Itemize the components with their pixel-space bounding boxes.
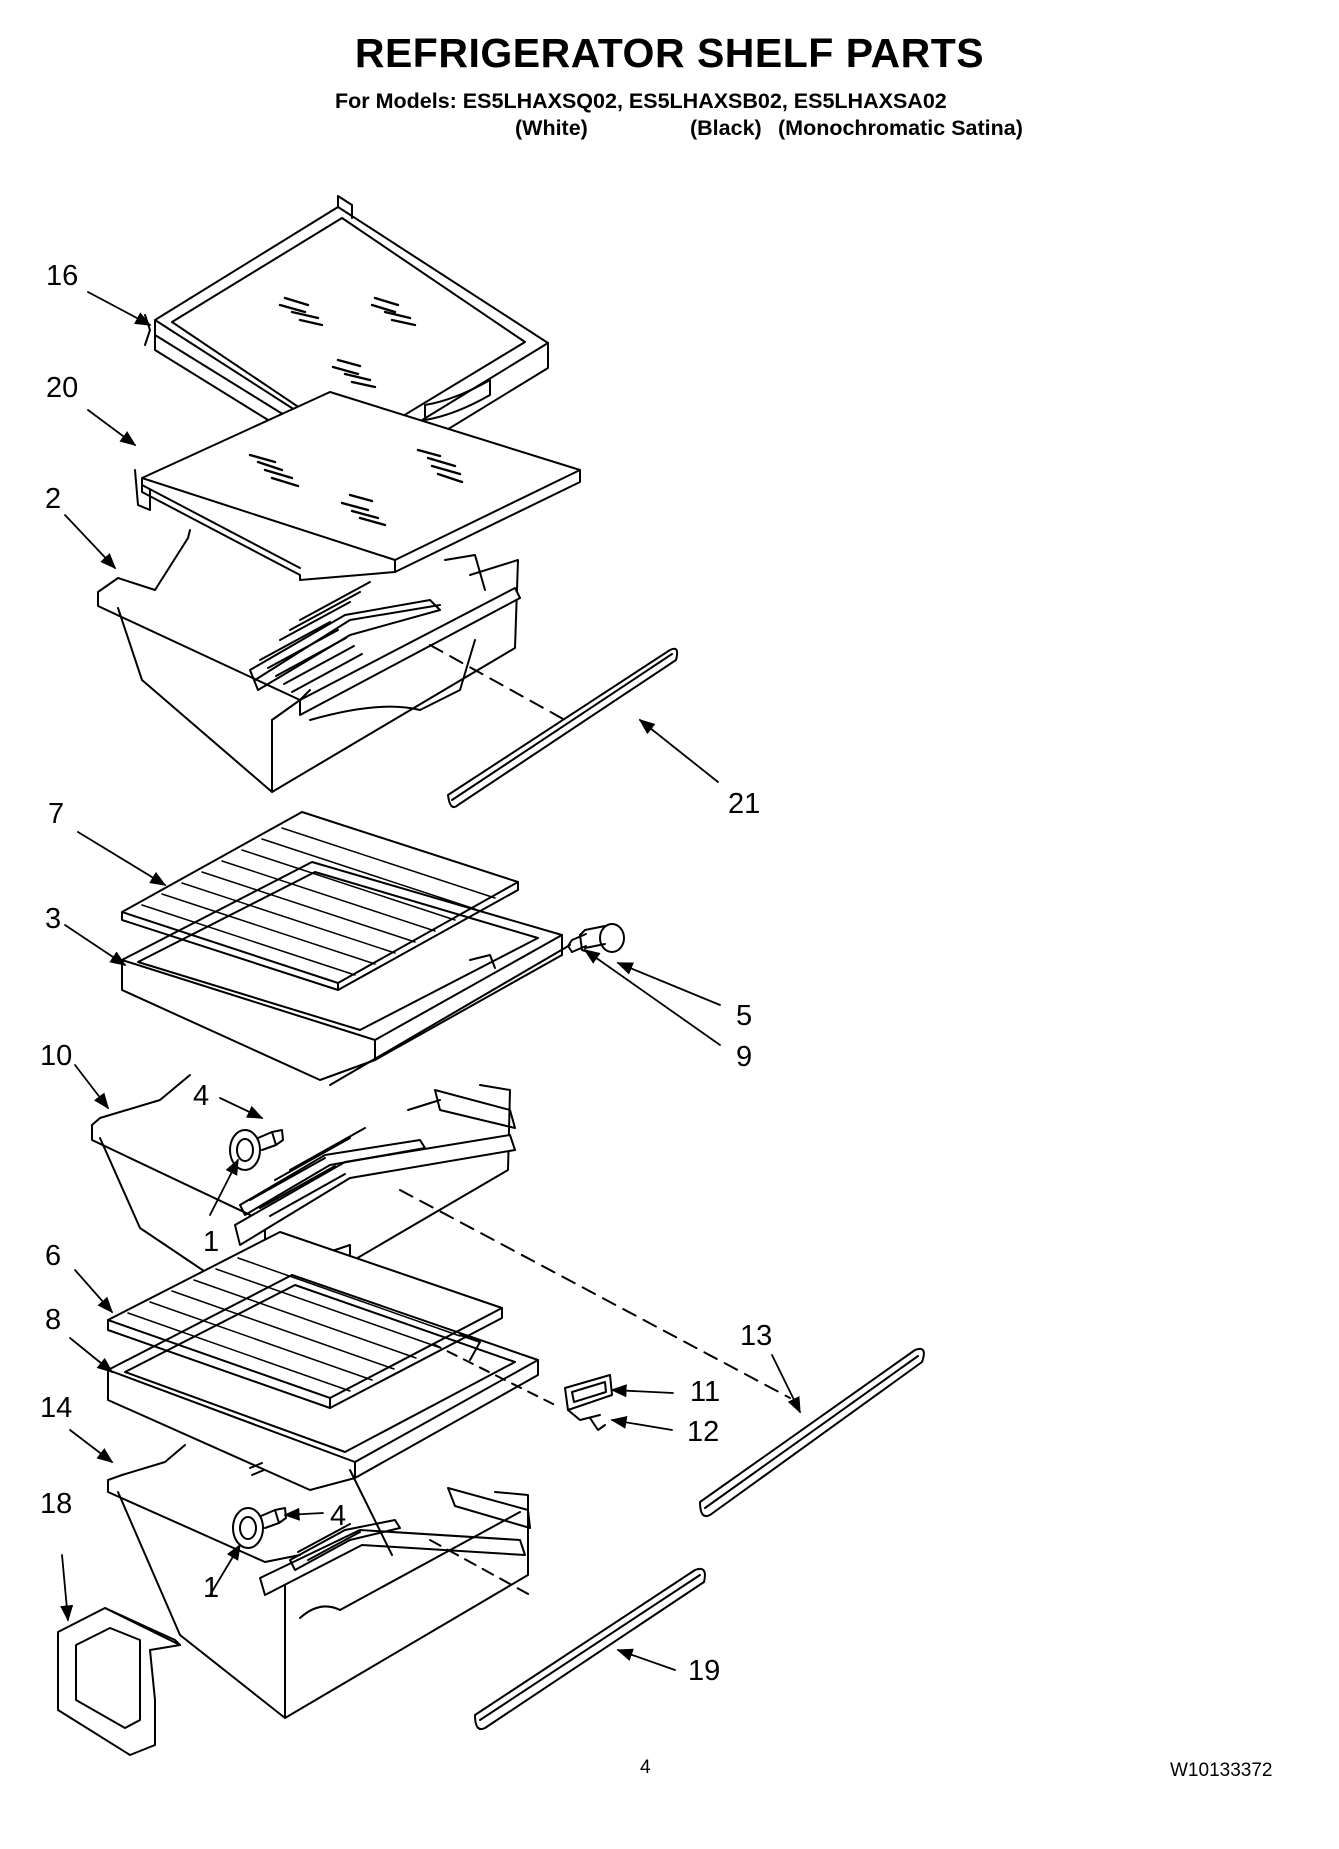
callout-21: 21 <box>728 788 761 820</box>
page-number: 4 <box>640 1757 651 1778</box>
page-title: REFRIGERATOR SHELF PARTS <box>354 30 985 76</box>
callout-8: 8 <box>45 1304 62 1336</box>
shelf-part-16 <box>144 195 549 481</box>
callout-12: 12 <box>687 1416 720 1448</box>
callout-19: 19 <box>688 1655 721 1687</box>
variant-satina: (Monochromatic Satina) <box>778 116 1023 140</box>
leader-arrows <box>60 291 801 1671</box>
callout-2: 2 <box>45 483 62 515</box>
shelf-part-7 <box>121 811 519 991</box>
callout-1-upper: 1 <box>203 1226 220 1258</box>
callout-9: 9 <box>736 1041 753 1073</box>
foot-parts-1-4-upper <box>229 1129 284 1171</box>
handle-part-13 <box>699 1347 925 1518</box>
shelf-frame-part-8 <box>107 1274 539 1491</box>
variant-white: (White) <box>515 116 588 140</box>
label-card-part-18 <box>57 1607 181 1756</box>
callout-1-lower: 1 <box>203 1572 220 1604</box>
crisper-drawer-part-2 <box>97 529 521 793</box>
callout-16: 16 <box>46 260 79 292</box>
guide-line-13 <box>399 1189 791 1399</box>
guide-line-21 <box>429 644 566 721</box>
callout-3: 3 <box>45 903 62 935</box>
callout-10: 10 <box>40 1040 73 1072</box>
callout-4-upper: 4 <box>193 1080 210 1112</box>
callout-4-lower: 4 <box>330 1500 347 1532</box>
document-number: W10133372 <box>1170 1760 1273 1781</box>
drawer-part-14 <box>107 1444 531 1719</box>
shelf-part-20 <box>134 391 581 581</box>
callout-14: 14 <box>40 1392 73 1424</box>
models-line: For Models: ES5LHAXSQ02, ES5LHAXSB02, ES… <box>335 89 947 113</box>
adjuster-parts-5-9 <box>567 923 625 953</box>
handle-part-19 <box>474 1567 706 1731</box>
foot-parts-1-4-lower <box>232 1507 287 1549</box>
callout-13: 13 <box>740 1320 773 1352</box>
clip-parts-11-12 <box>564 1374 613 1431</box>
callout-6: 6 <box>45 1240 62 1272</box>
guide-line-19 <box>429 1539 531 1596</box>
handle-part-21 <box>447 647 679 808</box>
callout-11: 11 <box>690 1376 721 1408</box>
callout-7: 7 <box>48 798 65 830</box>
variant-black: (Black) <box>690 116 762 140</box>
callout-20: 20 <box>46 372 79 404</box>
callout-5: 5 <box>736 1000 753 1032</box>
shelf-part-6 <box>107 1231 503 1409</box>
callout-18: 18 <box>40 1488 73 1520</box>
shelf-frame-part-3 <box>121 861 571 1086</box>
drawer-part-10 <box>91 1074 516 1313</box>
